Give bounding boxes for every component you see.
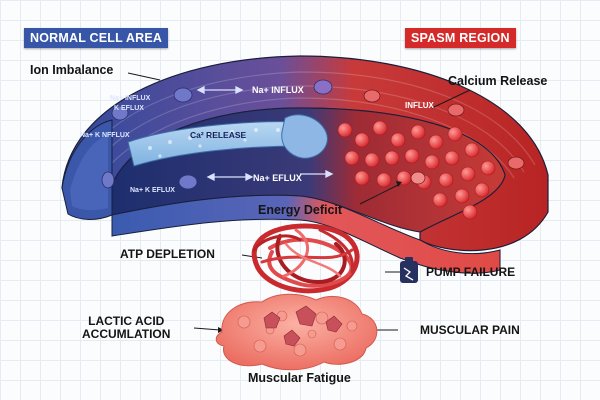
pump-failure-label: PUMP FAILURE	[426, 265, 516, 279]
ion-imbalance-label: Ion Imbalance	[30, 63, 114, 77]
atp-depletion-label: ATP DEPLETION	[120, 247, 215, 261]
calcium-release-burst	[281, 114, 328, 159]
na-influx-left-label: Na+ INFLUX	[110, 95, 151, 102]
sr-dots	[148, 128, 280, 158]
lactic-acid-blob	[215, 293, 378, 371]
battery-broken-icon	[400, 257, 418, 283]
lactic-acid-line2: ACCUMLATION	[82, 327, 171, 341]
influx-right-label: INFLUX	[405, 101, 435, 110]
muscular-pain-label: MUSCULAR PAIN	[420, 323, 520, 337]
ion-flow-arrows	[196, 85, 334, 182]
lactic-acid-line1: LACTIC ACID	[88, 314, 165, 328]
normal-cell-cut-face-inner	[70, 135, 108, 211]
normal-cell-area-tag: NORMAL CELL AREA	[24, 28, 169, 48]
muscular-fatigue-label: Muscular Fatigue	[248, 371, 351, 385]
lactic-acid-accumulation-label: LACTIC ACID ACCUMLATION	[82, 315, 170, 341]
spasm-region-tag: SPASM REGION	[405, 28, 516, 48]
ion-bubbles	[101, 79, 525, 190]
ca-release-label: Ca² RELEASE	[190, 130, 247, 140]
na-k-efflux-label: Na+ K EFLUX	[130, 187, 175, 194]
lower-tubule	[111, 194, 501, 274]
k-efflux-left-label: K EFLUX	[114, 105, 144, 112]
na-k-nfflux-label: Na+ K NFFLUX	[80, 132, 130, 139]
na-efflux-bottom-label: Na+ EFLUX	[253, 173, 302, 183]
atp-depletion-tangle	[251, 223, 360, 294]
energy-deficit-label: Energy Deficit	[258, 203, 343, 217]
calcium-release-label: Calcium Release	[448, 74, 548, 88]
calcium-droplets	[337, 120, 496, 220]
na-influx-top-label: Na+ INFLUX	[252, 85, 304, 95]
